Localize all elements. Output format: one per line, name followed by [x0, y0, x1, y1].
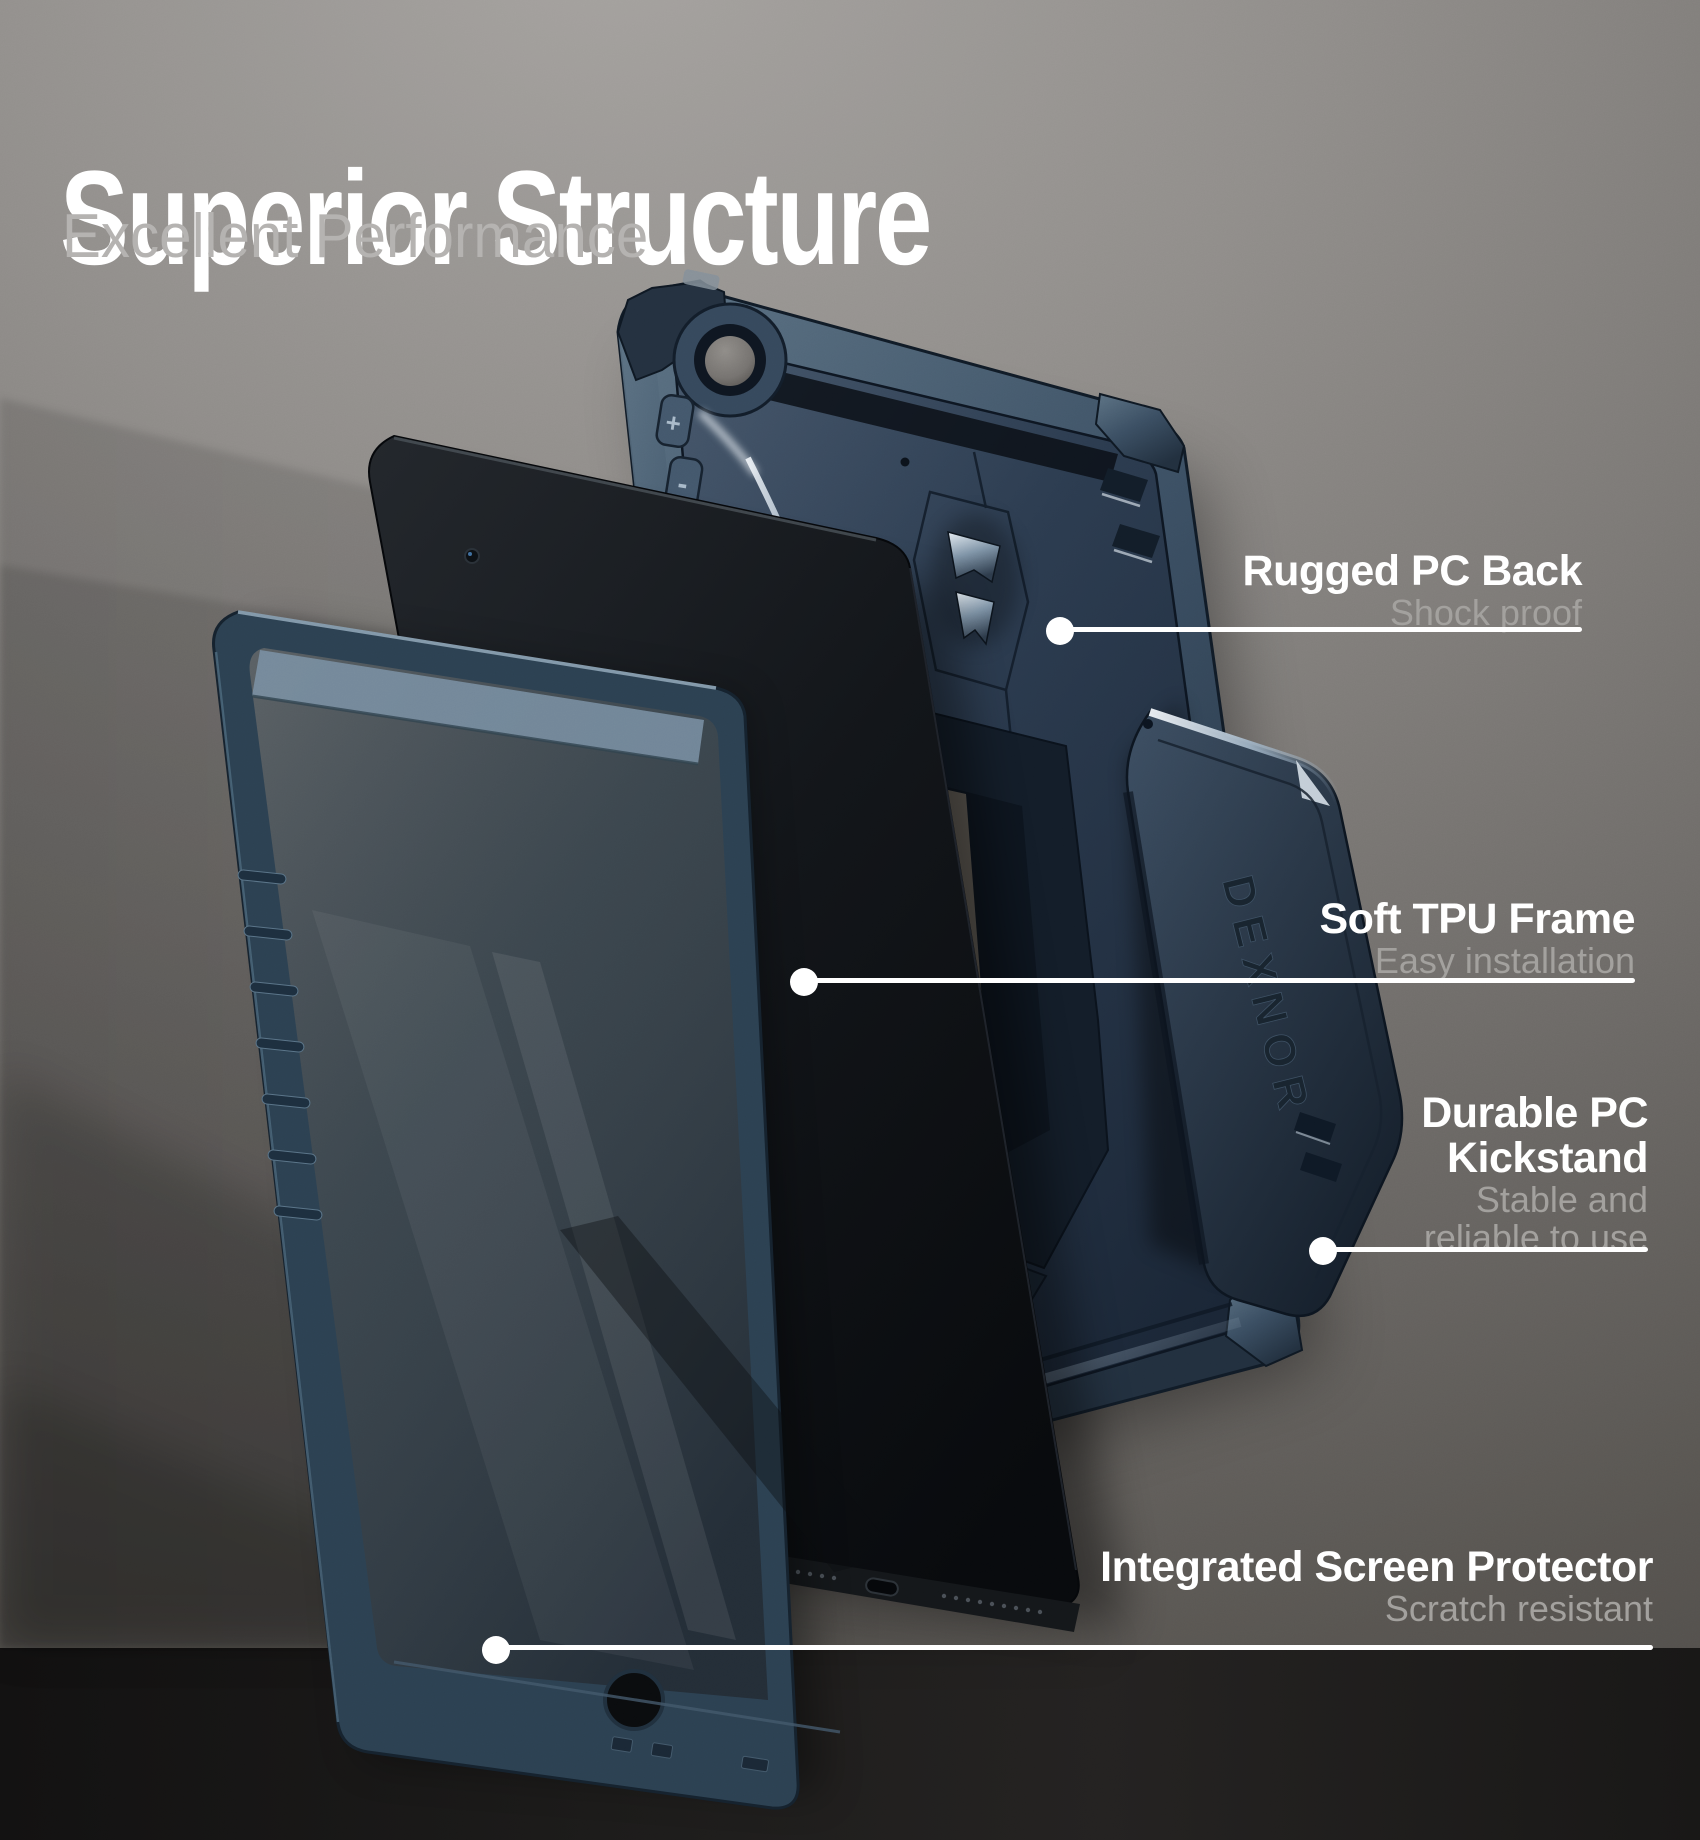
callout-heading: Rugged PC Back	[1242, 547, 1583, 595]
callout-dot	[790, 968, 818, 996]
callout-line	[496, 1645, 1653, 1650]
callout-heading: Soft TPU Frame	[1319, 895, 1635, 943]
callout-line	[1323, 1247, 1648, 1252]
callout-rugged-pc-back: Rugged PC Back Shock proof	[1242, 547, 1583, 633]
callout-durable-pc-kickstand: Durable PC Kickstand Stable and reliable…	[1421, 1091, 1648, 1257]
page-subtitle: Excellent Performance	[62, 202, 649, 271]
page-title: Superior Structure	[60, 143, 932, 293]
callout-dot	[1046, 617, 1074, 645]
callout-integrated-screen-protector: Integrated Screen Protector Scratch resi…	[1100, 1545, 1653, 1628]
callout-soft-tpu-frame: Soft TPU Frame Easy installation	[1319, 897, 1635, 980]
callout-heading: Durable PC	[1421, 1089, 1648, 1137]
callout-heading: Integrated Screen Protector	[1100, 1543, 1653, 1591]
callout-subtext: Shock proof	[1389, 592, 1582, 633]
callout-dot	[482, 1636, 510, 1664]
callout-subtext: Easy installation	[1374, 940, 1635, 981]
callout-subtext: Scratch resistant	[1384, 1588, 1653, 1629]
callout-line	[804, 978, 1635, 983]
callout-dot	[1309, 1237, 1337, 1265]
callout-subtext: Stable and	[1475, 1179, 1648, 1220]
callout-line	[1060, 627, 1582, 632]
callout-heading: Kickstand	[1446, 1134, 1649, 1182]
